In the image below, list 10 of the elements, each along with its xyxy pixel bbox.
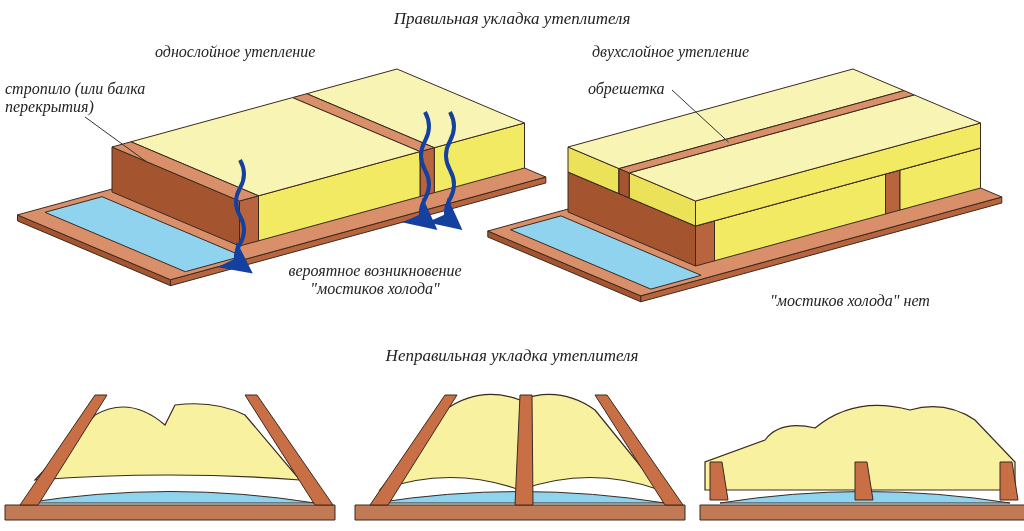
- section-heading: двухслойное утепление: [592, 43, 750, 61]
- diagram-title: Правильная укладка утеплителя: [392, 10, 632, 28]
- note-text: вероятное возникновение "мостиков холода": [287, 262, 463, 298]
- section-heading: однослойное утепление: [155, 43, 316, 61]
- note-text: "мостиков холода" нет: [770, 292, 930, 310]
- callout-label: обрешетка: [588, 80, 665, 98]
- section-heading: Неправильная укладка утеплителя: [384, 347, 640, 365]
- rafter-beam: [111, 141, 259, 247]
- callout-label: стропило (или балка перекрытия): [5, 80, 170, 116]
- leader-line: [671, 89, 730, 143]
